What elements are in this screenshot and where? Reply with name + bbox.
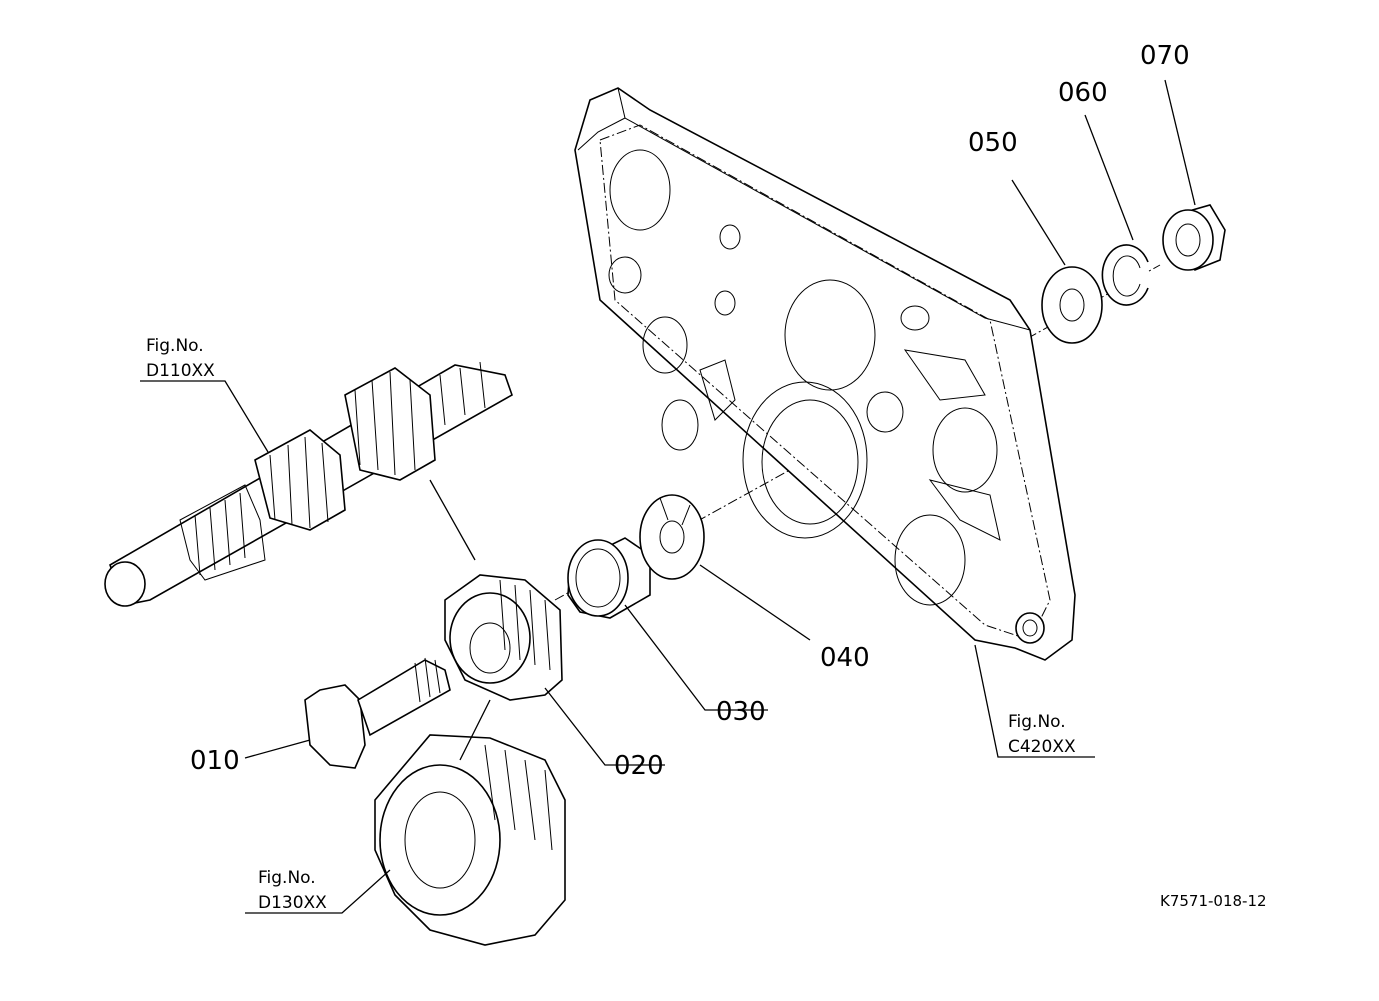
figref-d130xx-code: D130XX — [258, 893, 327, 913]
drawing-code: K7571-018-12 — [1160, 892, 1267, 910]
part-030-bearing — [567, 537, 651, 619]
label-part-060: 060 — [1058, 78, 1108, 108]
figref-c420xx-code: C420XX — [1008, 737, 1076, 757]
figref-c420xx-label: Fig.No. — [1008, 712, 1066, 732]
label-part-030: 030 — [716, 697, 766, 727]
figref-d110xx: Fig.No. D110XX — [146, 336, 215, 381]
large-gear — [374, 734, 566, 946]
figref-c420xx: Fig.No. C420XX — [1008, 712, 1076, 757]
part-060-snap-ring — [1101, 244, 1149, 306]
label-part-040: 040 — [820, 643, 870, 673]
figref-d110xx-code: D110XX — [146, 361, 215, 381]
label-part-070: 070 — [1140, 41, 1190, 71]
part-070-collar — [1162, 204, 1226, 272]
figref-d130xx: Fig.No. D130XX — [258, 868, 327, 913]
part-010-pin — [304, 657, 451, 769]
label-part-050: 050 — [968, 128, 1018, 158]
part-020-gear — [444, 574, 563, 701]
figref-d110xx-label: Fig.No. — [146, 336, 204, 356]
part-040-washer — [639, 494, 705, 580]
figref-d130xx-label: Fig.No. — [258, 868, 316, 888]
label-part-010: 010 — [190, 746, 240, 776]
housing-cover-plate — [574, 87, 1076, 661]
part-050-washer — [1041, 266, 1103, 344]
splined-shaft — [104, 361, 513, 607]
label-part-020: 020 — [614, 751, 664, 781]
leader-lines — [140, 79, 1196, 914]
